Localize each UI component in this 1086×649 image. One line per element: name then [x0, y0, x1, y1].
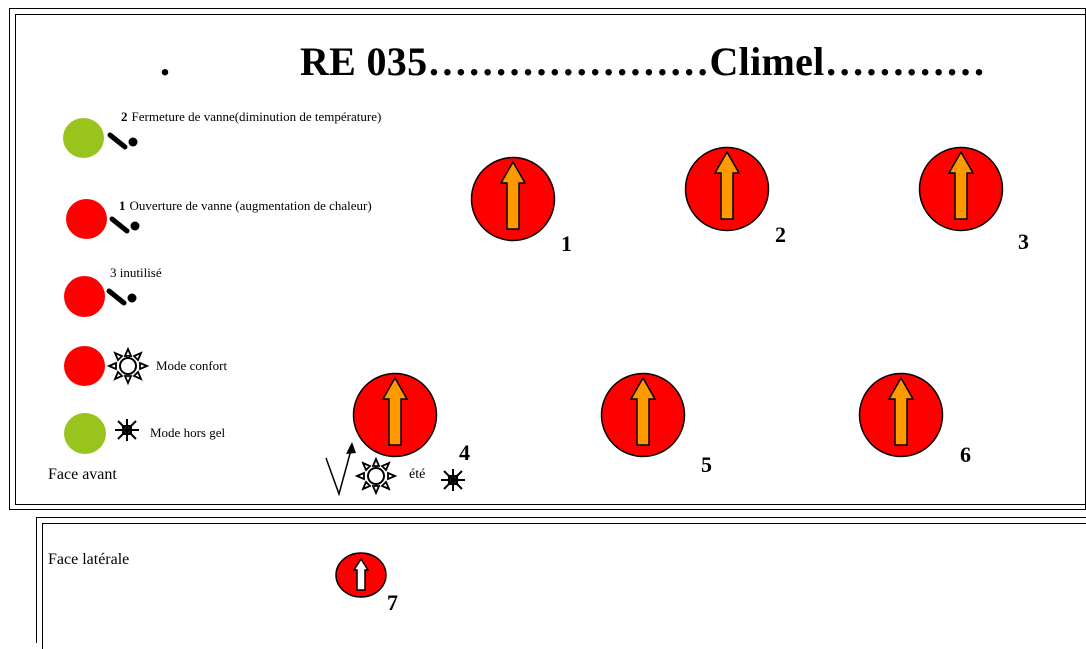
indicator-label: 3 inutilisé — [110, 265, 162, 280]
sun-icon — [106, 346, 150, 386]
switch-number-3: 3 — [1018, 229, 1029, 254]
rotary-switch-5[interactable] — [600, 372, 686, 458]
page-title: RE 035…………………Climel………… — [300, 39, 986, 84]
snowflake-icon — [441, 469, 465, 491]
led-hors-gel — [64, 413, 106, 454]
indicator-label: Ouverture de vanne (augmentation de chal… — [129, 198, 372, 213]
summer-label: été — [409, 467, 426, 482]
title-dot: . — [160, 39, 170, 84]
valve-icon — [106, 288, 137, 306]
led-indicator-1 — [66, 199, 107, 239]
rotary-switch-6[interactable] — [858, 372, 944, 458]
sun-icon — [354, 456, 398, 496]
indicator-label: Mode hors gel — [150, 425, 226, 440]
valve-icon — [107, 132, 138, 150]
switch-number-5: 5 — [701, 452, 712, 477]
indicator-number: 1 — [119, 198, 126, 213]
led-indicator-2 — [63, 118, 104, 158]
switch-number-4: 4 — [459, 440, 470, 465]
indicator-number: 2 — [121, 109, 128, 124]
rotary-switch-7[interactable] — [334, 551, 388, 601]
indicator-2-caption: 2 Fermeture de vanne(diminution de tempé… — [121, 108, 381, 126]
indicator-label: Mode confort — [156, 358, 228, 373]
switch-number-1: 1 — [561, 231, 572, 256]
led-confort — [64, 346, 105, 386]
snowflake-icon — [115, 419, 139, 441]
switch-number-7: 7 — [387, 590, 398, 615]
indicator-label: Fermeture de vanne(diminution de tempéra… — [131, 109, 382, 124]
switch-number-2: 2 — [775, 222, 786, 247]
selector-arrow-icon — [325, 442, 356, 497]
rotary-switch-1[interactable] — [470, 156, 556, 242]
side-panel — [36, 517, 1086, 649]
front-face-label: Face avant — [48, 466, 117, 483]
indicator-1-caption: 1 Ouverture de vanne (augmentation de ch… — [119, 197, 372, 215]
valve-icon — [109, 216, 140, 234]
switch-number-6: 6 — [960, 442, 971, 467]
rotary-switch-2[interactable] — [684, 146, 770, 232]
side-face-label: Face latérale — [48, 551, 130, 568]
rotary-switch-3[interactable] — [918, 146, 1004, 232]
led-indicator-3 — [64, 276, 105, 317]
rotary-switch-4[interactable] — [352, 372, 438, 458]
